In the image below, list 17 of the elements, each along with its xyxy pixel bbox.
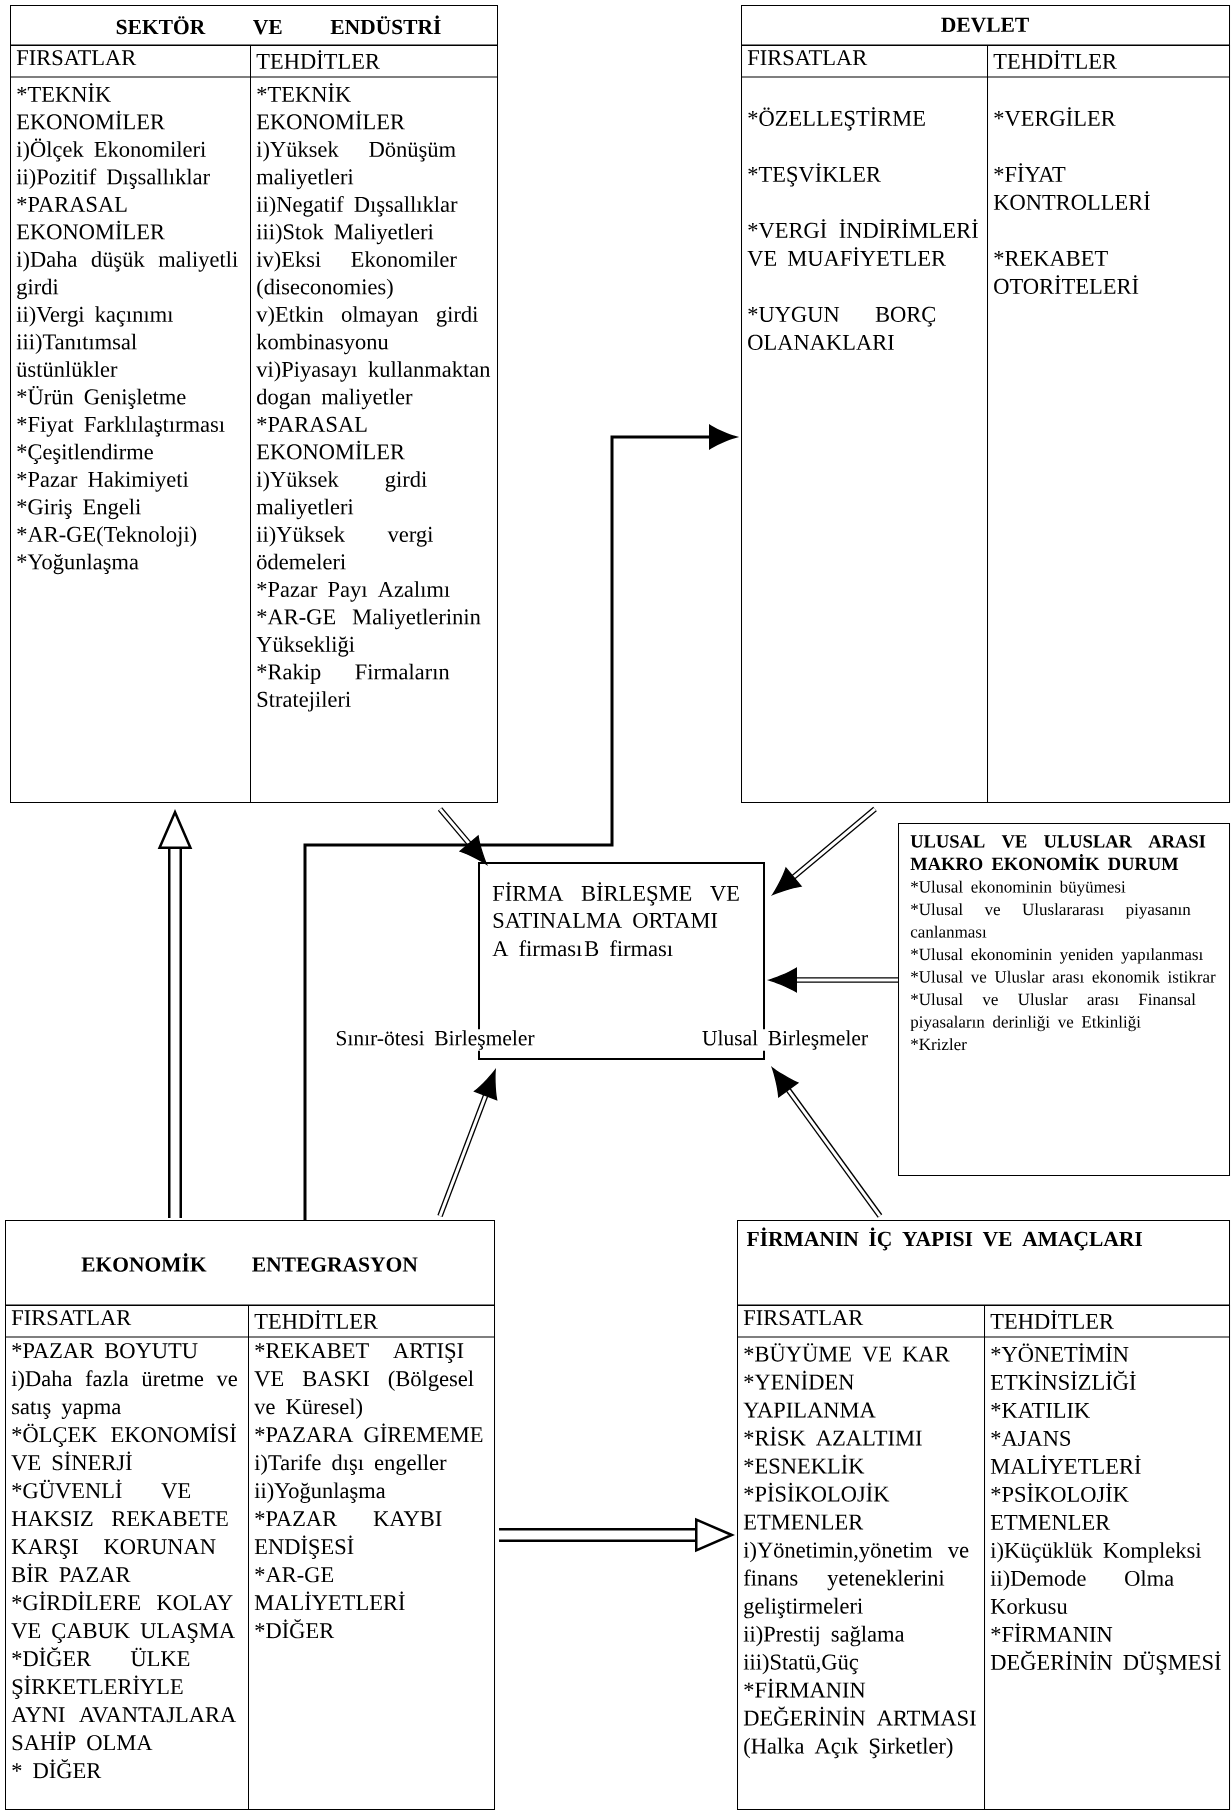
merger-label: Sınır-ötesi Birleşmeler [334, 1029, 536, 1051]
arrow [768, 967, 898, 993]
column-box: TEHDİTLER *REKABET ARTIŞI VE BASKI (Bölgesel ve Küresel) *PAZARA GİREMEME i)Tarife dışı engeller ii)Yoğunlaşma *PAZAR KAYBI ENDİŞESİ *AR-GE MALİYETLERİ *DİĞER [247, 1305, 495, 1810]
arrow [303, 425, 736, 1220]
column-box: FIRSATLAR *TEKNİK EKONOMİLER i)Ölçek Ekonomileri ii)Pozitif Dışsallıklar *PARASAL EKONOMİLER i)Daha düşük maliyetli girdi ii)Vergi kaçınımı iii)Tanıtımsal üstünlükler *Ürün Genişletme *Fiyat Farklılaştırması *Çeşitlendirme *Pazar Hakimiyeti *Giriş Engeli *AR-GE(Teknoloji) *Yoğunlaşma [9, 45, 251, 803]
arrow [771, 1067, 883, 1218]
column-box: TEHDİTLER *TEKNİK EKONOMİLER i)Yüksek Dönüşüm maliyetleri ii)Negatif Dışsallıklar iii)Stok Maliyetleri iv)Eksi Ekonomiler (diseconomies) v)Etkin olmayan girdi kombinasyonu vi)Piyasayı kullanmaktan dogan maliyetler *PARASAL EKONOMİLER i)Yüksek girdi maliyetleri ii)Yüksek vergi ödemeleri *Pazar Payı Azalımı *AR-GE Maliyetlerinin Yüksekliği *Rakip Firmaların Stratejileri [249, 45, 498, 803]
column-box: TEHDİTLER *VERGİLER *FİYAT KONTROLLERİ *REKABET OTORİTELERİ [986, 45, 1230, 803]
column-box: TEHDİTLER *YÖNETİMİN ETKİNSİZLİĞİ *KATILIK *AJANS MALİYETLERİ *PSİKOLOJİK ETMENLER i)Küçüklük Kompleksi ii)Demode Olma Korkusu *FİRMANIN DEĞERİNİN DÜŞMESİ [983, 1305, 1230, 1810]
column-box: FIRSATLAR *PAZAR BOYUTU i)Daha fazla üretme ve satış yapma *ÖLÇEK EKONOMİSİ VE SİNERJİ *GÜVENLİ VE HAKSIZ REKABETE KARŞI KORUNAN BİR PAZAR *GİRDİLERE KOLAY VE ÇABUK ULAŞMA *DİĞER ÜLKE ŞİRKETLERİYLE AYNI AVANTAJLARA SAHİP OLMA * DİĞER [4, 1305, 249, 1810]
merger-label: Ulusal Birleşmeler [700, 1029, 870, 1051]
arrow [437, 807, 488, 865]
info-box: ULUSAL VE ULUSLAR ARASI MAKRO EKONOMİK DURUM *Ulusal ekonominin büyümesi *Ulusal ve Uluslararası piyasanın canlanması *Ulusal ekonominin yeniden yapılanması *Ulusal ve Uluslar arası ekonomik istikrar *Ulusal ve Uluslar arası Finansal piyasaların derinliği ve Etkinliği *Krizler [898, 823, 1230, 1176]
arrow [772, 806, 877, 896]
column-box: FIRSATLAR *ÖZELLEŞTİRME *TEŞVİKLER *VERGİ İNDİRİMLERİ VE MUAFİYETLER *UYGUN BORÇ OLANAKLARI [740, 45, 988, 803]
arrow [437, 1069, 498, 1217]
column-box: FIRSATLAR *BÜYÜME VE KAR *YENİDEN YAPILANMA *RİSK AZALTIMI *ESNEKLİK *PİSİKOLOJİK ETMENLER i)Yönetimin,yönetim ve finans yeteneklerini geliştirmeleri ii)Prestij sağlama iii)Statü,Güç *FİRMANIN DEĞERİNİN ARTMASI (Halka Açık Şirketler) [736, 1305, 985, 1810]
